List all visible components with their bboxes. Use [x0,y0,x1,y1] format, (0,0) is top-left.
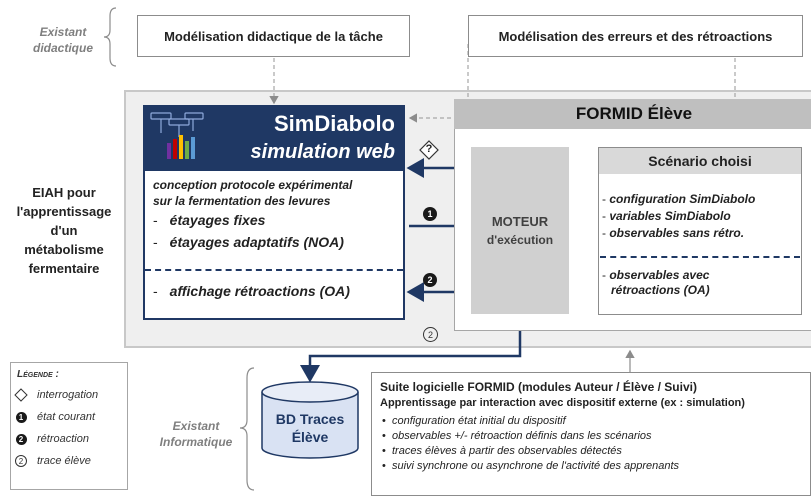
legend-box: Légende : interrogation 1 état courant 2… [10,362,128,490]
retroaction-marker: 2 [423,273,437,287]
suite-bullet-4: •suivi synchrone ou asynchrone de l'acti… [382,460,680,472]
eiah-label: EIAH pour l'apprentissage d'un métabolis… [16,185,112,276]
sim-item-etayages-fixes: -étayages fixes [153,212,266,228]
legend-row-trace: 2 trace élève [11,450,127,472]
etat-courant-marker: 1 [423,207,437,221]
task-modeling-box: Modélisation didactique de la tâche [137,15,410,57]
suite-bullet-2: •observables +/- rétroaction définis dan… [382,430,652,442]
sim-item-affichage: -affichage rétroactions (OA) [153,283,350,299]
sim-item-etayages-adaptatifs: -étayages adaptatifs (NOA) [153,234,344,250]
sim-desc-2: sur la fermentation des levures [153,194,331,208]
legend-row-interrogation: interrogation [11,384,127,406]
brace-informatique [239,367,255,491]
error-modeling-box: Modélisation des erreurs et des rétroact… [468,15,803,57]
legend-title: Légende : [17,369,59,380]
retroaction-icon: 2 [15,433,27,445]
trace-icon: 2 [15,455,27,467]
etat-icon: 1 [15,411,27,423]
arrow-trace-to-db [300,314,522,383]
trace-eleve-marker: 2 [423,327,438,342]
scenario-item-variables: - variables SimDiabolo [602,209,731,223]
legend-row-etat: 1 état courant [11,406,127,428]
scenario-item-observables-oa: - observables avec rétroactions (OA) [602,268,710,297]
scenario-box [598,147,802,315]
db-traces-label: BD Traces Élève [275,411,345,445]
interrogation-marker: ? [419,140,439,160]
suite-title: Suite logicielle FORMID (modules Auteur … [380,380,697,394]
simdiabolo-title: SimDiabolo [273,111,395,136]
simdiabolo-logo-icon [150,112,204,159]
moteur-execution-box: MOTEUR d'exécution [471,147,569,314]
scenario-item-configuration: - configuration SimDiabolo [602,192,756,206]
suite-logicielle-box: Suite logicielle FORMID (modules Auteur … [371,372,811,496]
scenario-header: Scénario choisi [599,148,801,174]
legend-row-retroaction: 2 rétroaction [11,428,127,450]
existant-informatique-label: Existant Informatique [159,419,233,449]
scenario-item-observables: - observables sans rétro. [602,226,745,240]
suite-bullet-3: •traces élèves à partir des observables … [382,445,622,457]
sim-divider [145,269,403,271]
simdiabolo-subtitle: simulation web [250,141,395,163]
scenario-divider [600,256,800,258]
interrogation-diamond-icon [14,388,28,402]
suite-bullet-1: •configuration état initial du dispositi… [382,415,566,427]
formid-eleve-header: FORMID Élève [454,99,811,129]
brace-didactique [103,7,117,67]
simdiabolo-header: SimDiabolo simulation web [143,105,405,171]
suite-subtitle: Apprentissage par interaction avec dispo… [380,397,745,409]
existant-didactique-label: Existant didactique [32,25,93,55]
sim-desc-1: conception protocole expérimental [153,178,353,192]
